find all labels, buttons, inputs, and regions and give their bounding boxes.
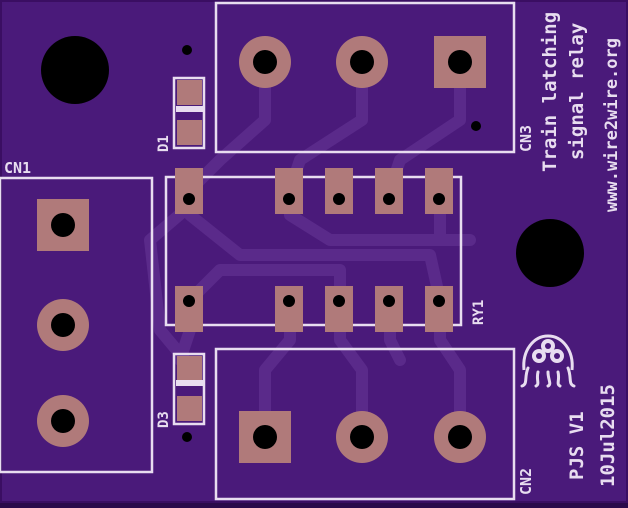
website-label: www.wire2wire.org xyxy=(602,38,622,212)
title-line-2: signal relay xyxy=(566,23,588,160)
cn1-label: CN1 xyxy=(4,159,31,177)
ry1-label: RY1 xyxy=(471,300,487,325)
cn2-outline xyxy=(214,347,516,501)
cn1-connector xyxy=(37,199,89,447)
d3-outline xyxy=(172,352,206,426)
d1-label: D1 xyxy=(156,135,172,152)
cn1-outline xyxy=(0,176,154,474)
version-label: PJS V1 xyxy=(566,411,588,480)
mounting-hole-right xyxy=(516,219,584,287)
ry1-relay xyxy=(175,168,453,332)
ry1-outline xyxy=(164,175,463,327)
cn2-label: CN2 xyxy=(517,468,535,495)
cn3-connector xyxy=(239,36,486,131)
d3-label: D3 xyxy=(156,411,172,428)
octopus-logo-icon xyxy=(520,334,576,388)
cn3-label: CN3 xyxy=(517,125,535,152)
cn3-outline xyxy=(214,1,516,154)
title-line-1: Train latching xyxy=(539,12,561,172)
cn2-connector xyxy=(239,411,486,463)
mounting-hole-top-left xyxy=(41,36,109,104)
d3-diode xyxy=(176,356,203,442)
date-label: 10Jul2015 xyxy=(597,384,619,487)
d1-diode xyxy=(176,45,203,145)
silkscreen-outlines xyxy=(0,1,516,501)
d1-outline xyxy=(172,76,206,150)
